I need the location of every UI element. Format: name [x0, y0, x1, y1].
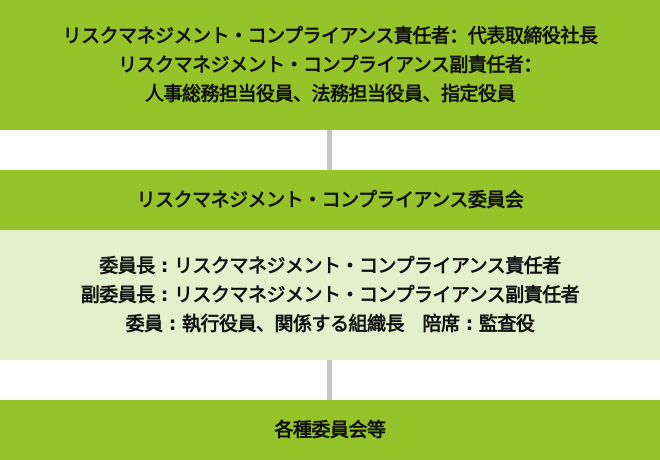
various-committees-box: 各種委員会等: [0, 400, 660, 460]
connector-line-top: [327, 130, 332, 170]
committee-members-box: 委員長 : リスクマネジメント・コンプライアンス責任者 副委員長 : リスクマネ…: [0, 230, 660, 360]
members-line: 委員 : 執行役員、関係する組織長 陪席 : 監査役: [125, 312, 535, 335]
committee-title: リスクマネジメント・コンプライアンス委員会: [136, 188, 524, 211]
various-committees-title: 各種委員会等: [274, 418, 386, 441]
responsible-officer-line: リスクマネジメント・コンプライアンス責任者：代表取締役社長: [62, 24, 598, 47]
responsible-persons-box: リスクマネジメント・コンプライアンス責任者：代表取締役社長 リスクマネジメント・…: [0, 0, 660, 130]
chairperson-line: 委員長 : リスクマネジメント・コンプライアンス責任者: [99, 254, 561, 277]
deputy-officer-label-line: リスクマネジメント・コンプライアンス副責任者：: [118, 53, 542, 76]
vice-chairperson-line: 副委員長 : リスクマネジメント・コンプライアンス副責任者: [80, 283, 580, 306]
connector-line-bottom: [327, 360, 332, 400]
deputy-officer-names-line: 人事総務担当役員、法務担当役員、指定役員: [144, 82, 516, 105]
committee-title-box: リスクマネジメント・コンプライアンス委員会: [0, 170, 660, 230]
